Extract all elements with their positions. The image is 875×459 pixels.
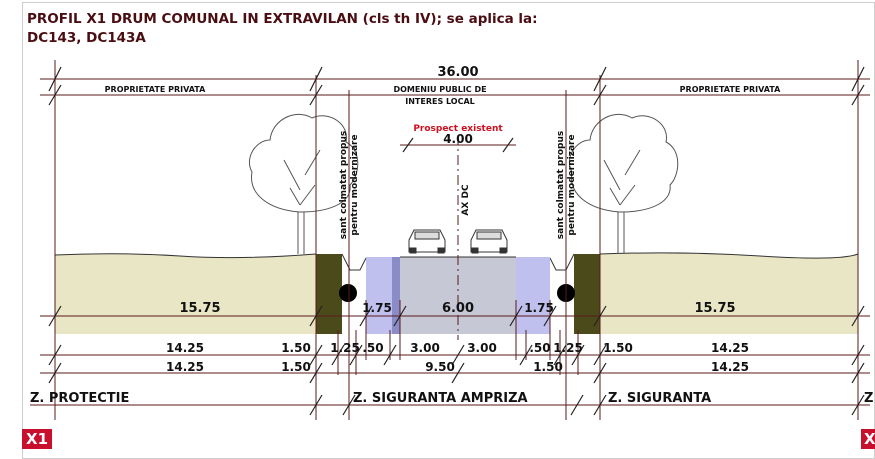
ditch-label-right: sant colmatat propus pentru modernizare	[556, 131, 577, 239]
ditch-left	[316, 254, 342, 334]
row1-left: 15.75	[179, 301, 220, 316]
marker-left: X1	[22, 429, 53, 449]
shoulder-right	[516, 257, 550, 334]
row2-value-8: 1.50	[603, 341, 633, 355]
svg-text:pentru modernizare: pentru modernizare	[350, 134, 360, 235]
ground-right	[600, 252, 858, 334]
row3-dimensions: 14.25 1.50 9.50 1.50 14.25	[166, 360, 749, 374]
tree-right	[568, 113, 679, 254]
ground-left	[55, 253, 316, 334]
row3-value-2: 9.50	[425, 360, 455, 374]
row3-value-1: 1.50	[281, 360, 311, 374]
dimension-lines	[30, 78, 870, 406]
row3-value-4: 14.25	[711, 360, 749, 374]
zone-edge: Z	[864, 391, 873, 406]
row1-shoulder-left: 1.75	[362, 301, 392, 315]
drawing-title: PROFIL X1 DRUM COMUNAL IN EXTRAVILAN (cl…	[27, 10, 538, 48]
row1-road: 6.00	[442, 301, 474, 316]
svg-text:sant colmatat propus: sant colmatat propus	[339, 131, 349, 239]
right-zone-label: PROPRIETATE PRIVATA	[680, 85, 781, 94]
row2-value-1: 1.50	[281, 341, 311, 355]
row1-right: 15.75	[694, 301, 735, 316]
row2-value-6: .50	[529, 341, 550, 355]
row2-value-3: .50	[362, 341, 383, 355]
row1-shoulder-right: 1.75	[524, 301, 554, 315]
car-right	[470, 229, 508, 254]
ground-line	[54, 252, 859, 259]
left-zone-label: PROPRIETATE PRIVATA	[105, 85, 206, 94]
center-zone-label-1: DOMENIU PUBLIC DE	[393, 85, 486, 94]
row2-value-0: 14.25	[166, 341, 204, 355]
row3-value-3: 1.50	[533, 360, 563, 374]
zone-siguranta-ampriza: Z. SIGURANTA AMPRIZA	[353, 391, 528, 406]
car-left	[408, 229, 446, 254]
row2-value-2: 1.25	[330, 341, 360, 355]
tree-left	[248, 113, 359, 254]
row3-value-0: 14.25	[166, 360, 204, 374]
prospect-label: Prospect existent	[413, 124, 503, 134]
center-zone-label-2: INTERES LOCAL	[405, 97, 475, 106]
shoulder-left-edge	[392, 257, 400, 334]
total-width-label: 36.00	[437, 65, 478, 80]
ditch-profile	[341, 253, 575, 271]
drain-left	[339, 284, 357, 302]
dimension-ticks	[48, 66, 865, 416]
title-line-1: PROFIL X1 DRUM COMUNAL IN EXTRAVILAN (cl…	[27, 11, 538, 27]
title-line-2: DC143, DC143A	[27, 30, 146, 46]
zone-siguranta: Z. SIGURANTA	[608, 391, 711, 406]
axis-label: AX DC	[461, 184, 471, 216]
ditch-label-left: sant colmatat propus pentru modernizare	[339, 131, 360, 239]
svg-text:pentru modernizare: pentru modernizare	[567, 134, 577, 235]
marker-right: X	[861, 429, 875, 449]
row2-value-9: 14.25	[711, 341, 749, 355]
drawing-frame	[22, 2, 875, 459]
zone-protectie: Z. PROTECTIE	[30, 391, 129, 406]
vertical-guides	[54, 60, 859, 420]
prospect-width: 4.00	[443, 132, 473, 146]
row2-value-5: 3.00	[467, 341, 497, 355]
row2-value-4: 3.00	[410, 341, 440, 355]
ditch-right	[574, 254, 600, 334]
row2-value-7: 1.25	[553, 341, 583, 355]
svg-text:sant colmatat propus: sant colmatat propus	[556, 131, 566, 239]
